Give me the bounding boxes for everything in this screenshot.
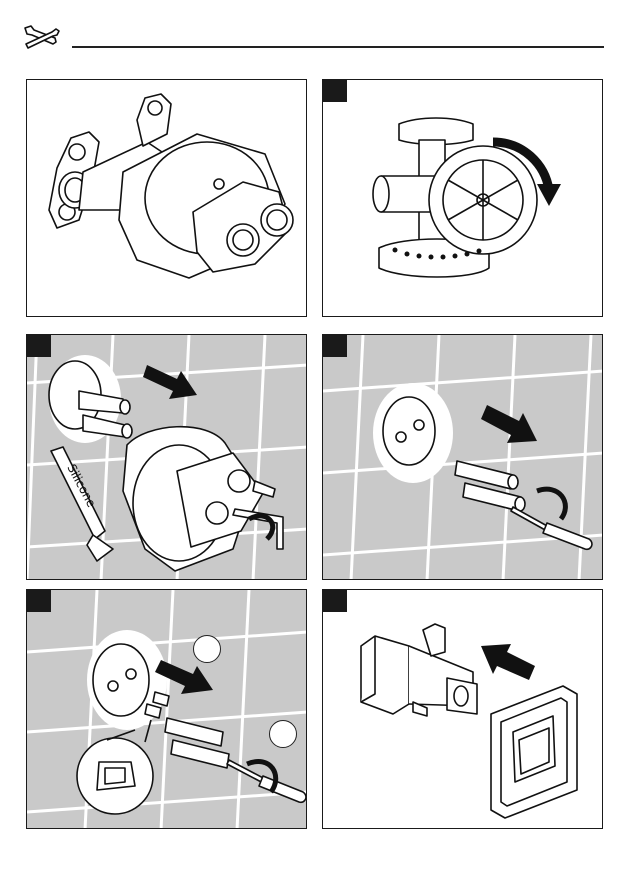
shutoff-valve-illustration	[323, 80, 603, 317]
panel-step-1	[322, 79, 603, 317]
valve-body-illustration	[27, 80, 307, 317]
panel-step-4	[26, 589, 307, 829]
adapter-install-illustration	[27, 590, 307, 829]
panel-step-2: Silicone	[26, 334, 307, 580]
cover-mount-illustration	[323, 590, 603, 829]
header-rule	[72, 46, 604, 48]
disassembly-illustration: Silicone	[27, 335, 307, 580]
tools-icon	[22, 22, 62, 52]
extension-install-illustration	[323, 335, 603, 580]
panel-step-5	[322, 589, 603, 829]
panel-step-3	[322, 334, 603, 580]
panel-overview	[26, 79, 307, 317]
